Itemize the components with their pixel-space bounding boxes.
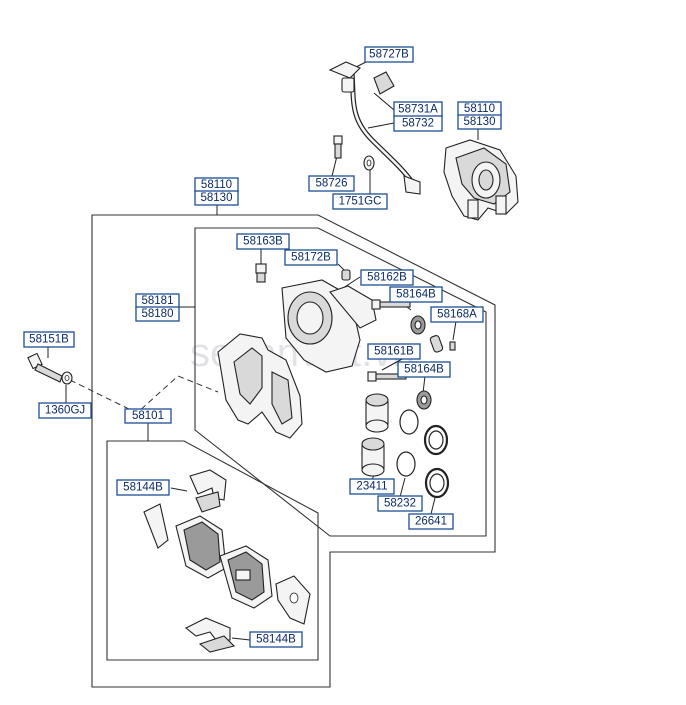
callout-58151B: 58151B — [23, 331, 75, 348]
callout-58101: 58101 — [124, 408, 172, 424]
piston-upper — [365, 393, 389, 433]
piston-seal-upper — [399, 409, 419, 435]
callout-text: 58144B — [256, 634, 296, 646]
assembly-dashed-line — [69, 375, 219, 414]
piston-boot-lower — [424, 467, 450, 499]
pad-spring-clip-upper — [189, 469, 227, 513]
pad-wear-shim — [275, 575, 311, 625]
callout-58181: 58181 — [135, 293, 180, 309]
assembly-frames — [91, 214, 496, 688]
callout-58164B-upper: 58164B — [389, 286, 443, 303]
callout-26641: 26641 — [408, 513, 454, 530]
callout-text: 58151B — [29, 334, 69, 346]
callout-text: 58110 — [464, 103, 495, 115]
callout-text: 58232 — [384, 498, 416, 510]
brake-hose — [328, 61, 421, 195]
caliper-assembly-thumbnail — [443, 139, 519, 221]
guide-boot-upper — [410, 315, 426, 335]
callout-text: 58168A — [437, 309, 477, 321]
piston-boot-upper — [423, 424, 449, 456]
callout-58144B-upper: 58144B — [116, 479, 170, 496]
guide-bushing — [429, 335, 456, 353]
piston-lower — [361, 437, 385, 477]
callout-58731A: 58731A — [393, 101, 443, 118]
caliper-assembly-frame — [91, 214, 496, 688]
brake-pad-inner — [175, 515, 227, 579]
callout-text: 58144B — [123, 482, 163, 494]
callout-58110-main: 58110 — [194, 177, 239, 193]
mounting-washer — [61, 371, 73, 385]
callout-58163B: 58163B — [236, 233, 290, 250]
callout-text: 58162B — [367, 272, 407, 284]
caliper-body — [281, 279, 377, 373]
callout-58732: 58732 — [393, 115, 443, 132]
callout-1360GJ: 1360GJ — [38, 402, 92, 419]
callout-58162B: 58162B — [360, 269, 414, 286]
callout-text: 58164B — [404, 364, 444, 376]
caliper-bracket — [217, 333, 303, 439]
callout-text: 26641 — [415, 516, 447, 528]
pad-kit-frame — [106, 440, 319, 661]
callout-58130-top: 58130 — [457, 114, 502, 130]
piston-seal-lower — [396, 451, 416, 477]
callout-58232: 58232 — [377, 495, 423, 512]
callout-58130-main: 58130 — [194, 190, 239, 206]
callout-text: 58101 — [132, 410, 164, 422]
callout-58168A: 58168A — [430, 306, 484, 323]
callout-58164B-lower: 58164B — [397, 361, 451, 378]
callout-text: 1751GC — [339, 196, 382, 208]
guide-boot-lower — [416, 390, 432, 410]
callout-text: 58731A — [398, 104, 438, 116]
callout-text: 58180 — [142, 308, 174, 320]
mounting-bolt — [27, 352, 63, 383]
hose-washer — [363, 155, 375, 171]
callout-text: 23411 — [356, 481, 387, 493]
callout-text: 58172B — [291, 252, 331, 264]
callout-text: 58732 — [402, 118, 434, 130]
callout-58161B: 58161B — [367, 343, 421, 360]
callout-text: 58727B — [369, 49, 409, 61]
callout-58110-top: 58110 — [457, 101, 502, 117]
callout-text: 58110 — [201, 179, 232, 191]
bleeder-cap — [341, 269, 351, 281]
callout-text: 58161B — [374, 346, 414, 358]
callout-text: 58726 — [316, 178, 348, 190]
callout-58180: 58180 — [135, 306, 180, 322]
callout-23411: 23411 — [349, 478, 395, 495]
callout-text: 58163B — [243, 236, 283, 248]
callout-58172B: 58172B — [284, 249, 338, 266]
callout-text: 58181 — [142, 295, 174, 307]
bleeder-screw — [255, 263, 267, 283]
anti-rattle-shim — [143, 503, 169, 549]
callout-text: 1360GJ — [45, 405, 85, 417]
hose-clip — [373, 71, 395, 95]
callout-text: 58164B — [396, 289, 436, 301]
callout-58144B-lower: 58144B — [249, 631, 303, 648]
caliper-subassembly-frame — [194, 227, 487, 537]
pad-spring-clip-lower — [184, 617, 236, 653]
callout-text: 58130 — [201, 192, 233, 204]
hose-bolt — [333, 135, 343, 159]
callout-58726: 58726 — [308, 175, 355, 192]
callout-1751GC: 1751GC — [332, 193, 388, 210]
brake-pad-outer — [219, 545, 273, 609]
callout-text: 58130 — [464, 116, 496, 128]
callout-58727B: 58727B — [364, 46, 414, 63]
